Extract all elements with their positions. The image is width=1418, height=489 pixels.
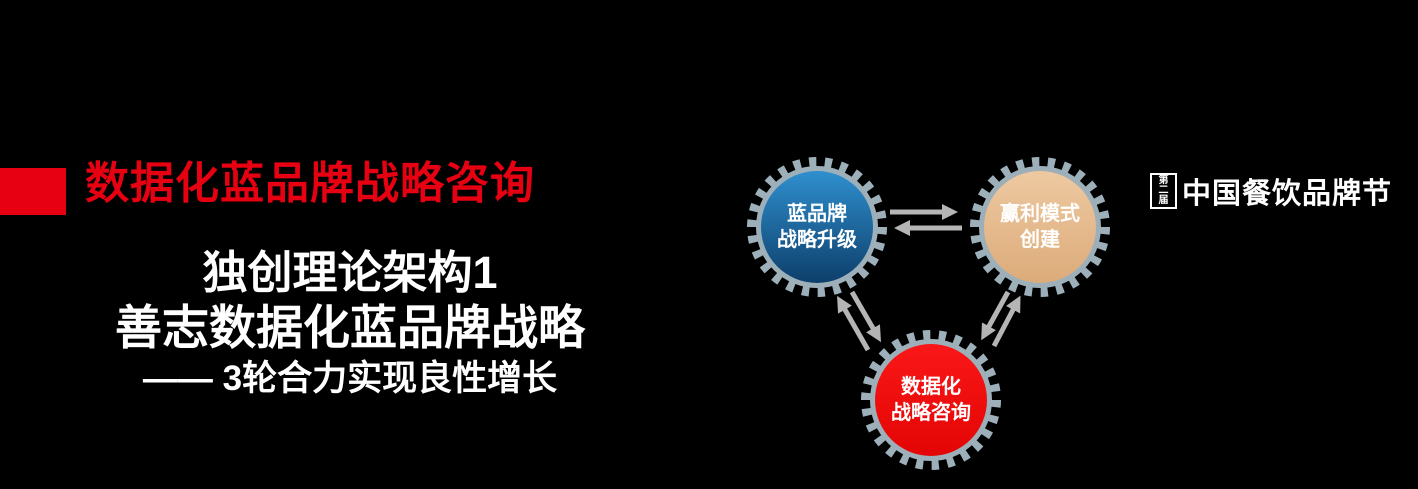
badge-char-3: 届 [1158,195,1169,206]
gear-label-red: 数据化 战略咨询 [856,325,1006,475]
gear-label-line2: 战略咨询 [891,402,971,424]
gear-label-line1: 赢利模式 [1000,203,1080,225]
gear-teeth [861,330,1001,470]
arrow-up-left [837,295,871,352]
gear-icon [747,157,887,297]
gear-label-line1: 数据化 [901,376,961,398]
gear-icon [861,330,1001,470]
intro-line-1: 独创理论架构1 [202,247,498,298]
arrow-down-right [849,290,882,343]
logo-edition-badge: 第 二 届 [1150,173,1177,209]
double-arrow-diagonal-right-icon [981,290,1021,348]
brand-logo: 第 二 届 中国餐饮品牌节 [1150,170,1392,212]
arrow-up-right [991,295,1021,348]
gear-data-consulting: 数据化 战略咨询 [856,325,1006,475]
gear-profit-model: 赢利模式 创建 [965,152,1115,302]
gear-face [984,171,1096,283]
page-title: 数据化蓝品牌战略咨询 [85,159,535,208]
gear-face [875,344,987,456]
gear-icon [970,157,1110,297]
gear-label-tan: 赢利模式 创建 [965,152,1115,302]
intro-text-block: 独创理论架构1 善志数据化蓝品牌战略 —— 3轮合力实现良性增长 [40,246,660,402]
badge-char-1: 第 [1158,175,1169,186]
badge-char-2: 二 [1158,185,1169,196]
double-arrow-diagonal-left-icon [837,290,882,352]
gear-label-line2: 战略升级 [777,229,857,251]
gear-blue-brand-strategy: 蓝品牌 战略升级 [742,152,892,302]
gear-label-blue: 蓝品牌 战略升级 [742,152,892,302]
red-accent-bar [0,168,66,215]
gear-label-line2: 创建 [1020,229,1060,251]
gear-label-line1: 蓝品牌 [787,203,847,225]
gear-face [761,171,873,283]
intro-line-2: 善志数据化蓝品牌战略 [115,301,585,354]
arrow-down-left [981,290,1011,341]
logo-text: 中国餐饮品牌节 [1182,178,1393,210]
gear-teeth [970,157,1110,297]
gear-teeth [747,157,887,297]
double-arrow-horizontal-icon [890,204,962,236]
intro-line-3: —— 3轮合力实现良性增长 [142,359,558,398]
